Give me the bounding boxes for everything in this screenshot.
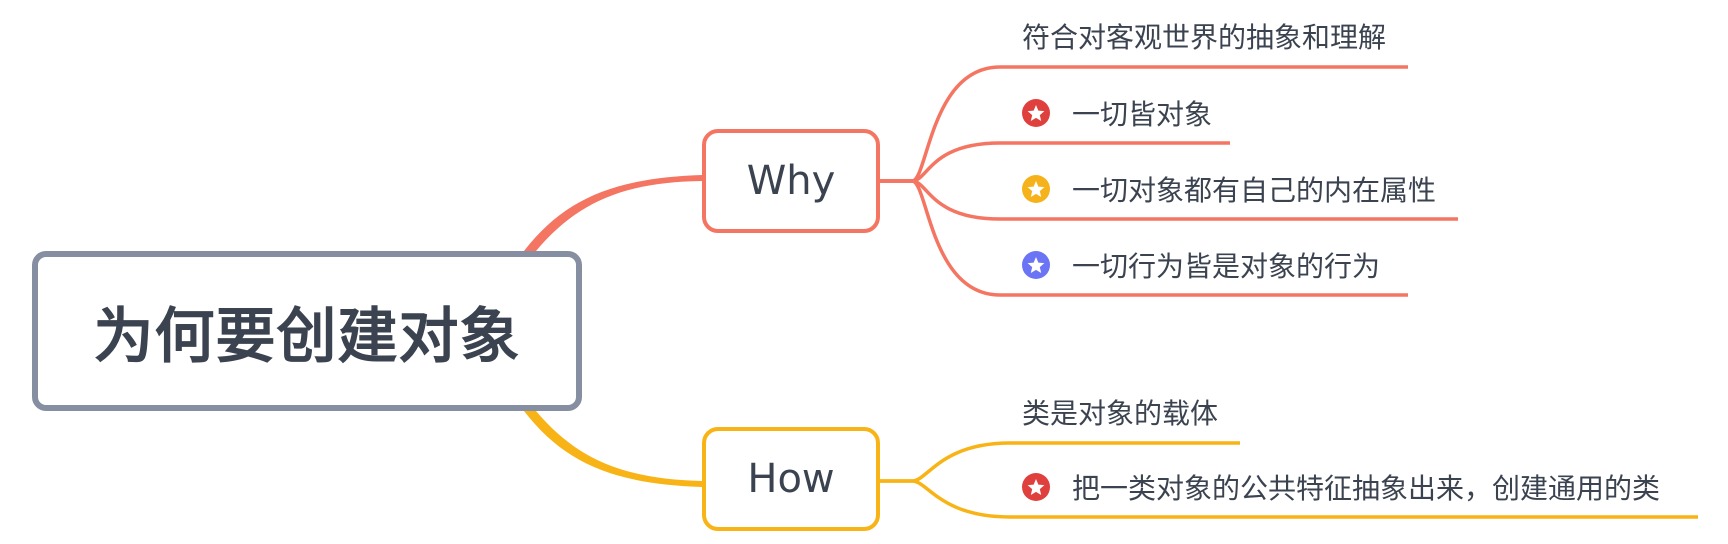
branch-why-label: Why <box>746 158 836 204</box>
leaf-why-2[interactable]: 一切皆对象 <box>1022 93 1212 133</box>
leaf-why-1-label: 符合对客观世界的抽象和理解 <box>1022 21 1387 54</box>
how-leaf-connectors <box>880 441 1698 519</box>
branch-why[interactable]: Why <box>702 129 880 233</box>
star-red-icon <box>1022 99 1050 127</box>
leaf-why-3[interactable]: 一切对象都有自己的内在属性 <box>1022 169 1436 209</box>
leaf-how-1-label: 类是对象的载体 <box>1022 397 1219 430</box>
why-leaf-connectors <box>880 65 1458 297</box>
root-topic-label: 为何要创建对象 <box>93 301 521 372</box>
star-red-icon <box>1022 473 1050 501</box>
leaf-why-3-label: 一切对象都有自己的内在属性 <box>1072 174 1437 207</box>
leaf-why-4-label: 一切行为皆是对象的行为 <box>1072 250 1381 283</box>
connector-root-why <box>524 175 702 251</box>
root-topic[interactable]: 为何要创建对象 <box>32 251 582 411</box>
star-blue-icon <box>1022 251 1050 279</box>
leaf-why-2-label: 一切皆对象 <box>1072 98 1213 131</box>
branch-how[interactable]: How <box>702 427 880 531</box>
star-yellow-icon <box>1022 175 1050 203</box>
leaf-how-1[interactable]: 类是对象的载体 <box>1022 392 1218 432</box>
leaf-why-4[interactable]: 一切行为皆是对象的行为 <box>1022 245 1380 285</box>
branch-how-label: How <box>747 456 835 502</box>
leaf-how-2[interactable]: 把一类对象的公共特征抽象出来，创建通用的类 <box>1022 467 1660 507</box>
connector-root-how <box>524 411 702 487</box>
leaf-how-2-label: 把一类对象的公共特征抽象出来，创建通用的类 <box>1072 472 1661 505</box>
leaf-why-1[interactable]: 符合对客观世界的抽象和理解 <box>1022 16 1386 56</box>
